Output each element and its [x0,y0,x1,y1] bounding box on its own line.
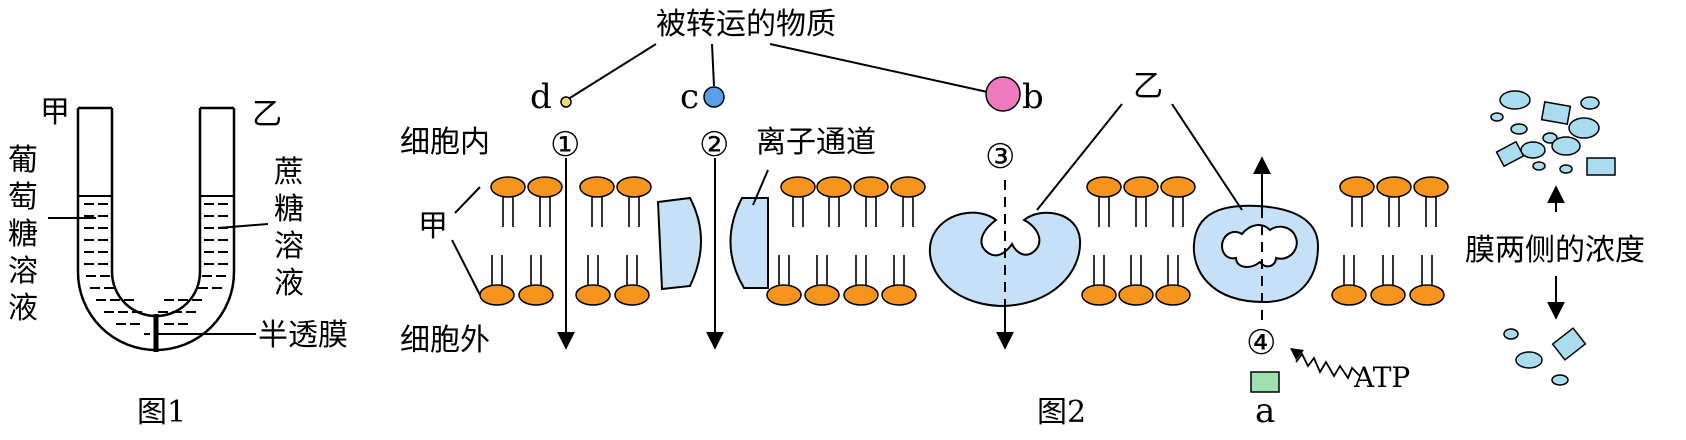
substance-c-particle [703,86,725,108]
cell-inside-label: 细胞内 [400,125,490,160]
carrier-protein-3 [928,211,1082,308]
concentration-high-particles [1490,90,1616,176]
lipid-label: 甲 [418,209,448,244]
tube-left-label: 甲 [40,95,70,130]
cell-outside-label: 细胞外 [400,323,490,358]
solution-dashes [84,203,228,335]
tube-right-label: 乙 [252,97,282,132]
substance-leader-lines [564,43,993,102]
figure-1-caption: 图1 [137,395,187,430]
carrier-protein-label: 乙 [1133,69,1163,104]
lipid-bilayer [479,176,1449,306]
substance-c-label: c [680,77,700,117]
label-leaders [451,103,1565,320]
substance-d-particle [560,96,572,108]
semipermeable-membrane-label: 半透膜 [258,318,348,353]
pathway-2-label: ② [699,125,730,165]
atp-energy-squiggle [1295,352,1361,380]
glucose-solution-label: 葡萄糖溶液 [8,143,38,326]
u-tube [48,106,269,352]
substance-a-label: a [1255,391,1276,431]
concentration-label: 膜两侧的浓度 [1465,233,1645,268]
lipid-tails [491,197,1437,285]
substance-d-label: d [530,77,552,117]
substance-b-label: b [1022,77,1044,117]
ion-channel-label: 离子通道 [756,125,876,160]
concentration-low-particles [1503,327,1587,386]
substance-b-particle [985,76,1021,112]
pathway-4-label: ④ [1246,323,1277,363]
transported-substance-label: 被转运的物质 [656,7,836,42]
pathway-3-label: ③ [985,137,1016,177]
ion-channel-right [729,197,769,289]
ion-channel-left [656,196,702,291]
figure-2-caption: 图2 [1037,395,1087,430]
sucrose-solution-label: 蔗糖溶液 [274,155,304,301]
pathway-1-label: ① [550,125,581,165]
u-tube-inner-wall [110,108,202,318]
substance-a-particle [1250,371,1280,393]
pump-binding-site [1220,224,1298,268]
atp-label: ATP [1354,361,1411,394]
